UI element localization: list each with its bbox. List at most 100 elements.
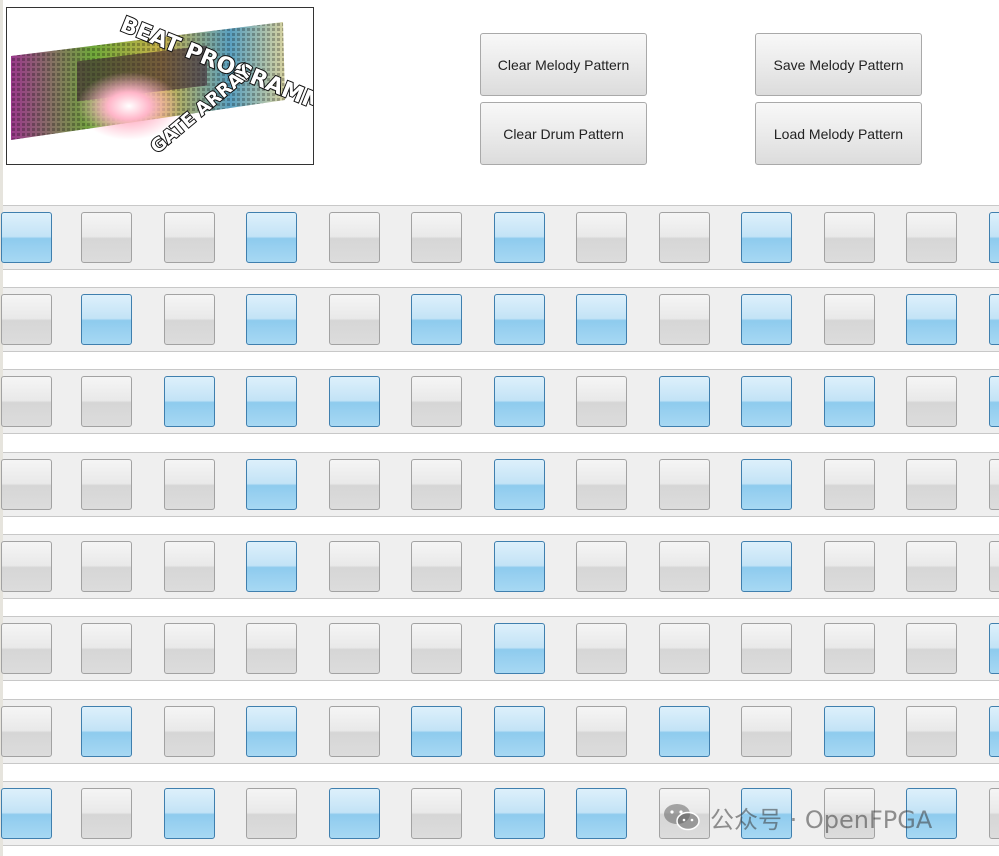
step-toggle-button[interactable] [246, 459, 297, 510]
step-toggle-button[interactable] [659, 623, 710, 674]
step-toggle-button[interactable] [329, 294, 380, 345]
step-toggle-button[interactable] [81, 623, 132, 674]
step-toggle-button[interactable] [906, 459, 957, 510]
step-toggle-button[interactable] [81, 541, 132, 592]
step-toggle-button[interactable] [494, 212, 545, 263]
step-toggle-button[interactable] [1, 376, 52, 427]
step-toggle-button[interactable] [494, 623, 545, 674]
step-toggle-button[interactable] [576, 623, 627, 674]
step-toggle-button[interactable] [576, 212, 627, 263]
step-toggle-button[interactable] [906, 788, 957, 839]
step-toggle-button[interactable] [494, 788, 545, 839]
step-toggle-button[interactable] [494, 376, 545, 427]
step-toggle-button[interactable] [329, 788, 380, 839]
step-toggle-button[interactable] [741, 212, 792, 263]
step-toggle-button[interactable] [329, 459, 380, 510]
step-toggle-button[interactable] [1, 212, 52, 263]
step-toggle-button[interactable] [411, 706, 462, 757]
step-toggle-button[interactable] [576, 376, 627, 427]
step-toggle-button[interactable] [989, 212, 999, 263]
step-toggle-button[interactable] [246, 788, 297, 839]
load-melody-pattern-button[interactable]: Load Melody Pattern [755, 102, 922, 165]
step-toggle-button[interactable] [164, 459, 215, 510]
step-toggle-button[interactable] [1, 788, 52, 839]
step-toggle-button[interactable] [81, 212, 132, 263]
step-toggle-button[interactable] [246, 706, 297, 757]
step-toggle-button[interactable] [164, 376, 215, 427]
step-toggle-button[interactable] [494, 459, 545, 510]
step-toggle-button[interactable] [246, 376, 297, 427]
step-toggle-button[interactable] [741, 376, 792, 427]
step-toggle-button[interactable] [576, 294, 627, 345]
step-toggle-button[interactable] [659, 541, 710, 592]
step-toggle-button[interactable] [576, 459, 627, 510]
step-toggle-button[interactable] [329, 623, 380, 674]
step-toggle-button[interactable] [164, 623, 215, 674]
step-toggle-button[interactable] [494, 706, 545, 757]
step-toggle-button[interactable] [1, 541, 52, 592]
step-toggle-button[interactable] [741, 541, 792, 592]
step-toggle-button[interactable] [164, 706, 215, 757]
step-toggle-button[interactable] [329, 376, 380, 427]
step-toggle-button[interactable] [576, 541, 627, 592]
step-toggle-button[interactable] [824, 212, 875, 263]
step-toggle-button[interactable] [1, 459, 52, 510]
step-toggle-button[interactable] [659, 706, 710, 757]
step-toggle-button[interactable] [741, 706, 792, 757]
step-toggle-button[interactable] [81, 294, 132, 345]
step-toggle-button[interactable] [989, 706, 999, 757]
step-toggle-button[interactable] [329, 212, 380, 263]
step-toggle-button[interactable] [1, 294, 52, 345]
step-toggle-button[interactable] [576, 706, 627, 757]
step-toggle-button[interactable] [164, 294, 215, 345]
step-toggle-button[interactable] [824, 788, 875, 839]
step-toggle-button[interactable] [576, 788, 627, 839]
step-toggle-button[interactable] [906, 212, 957, 263]
step-toggle-button[interactable] [906, 376, 957, 427]
step-toggle-button[interactable] [659, 459, 710, 510]
step-toggle-button[interactable] [824, 459, 875, 510]
step-toggle-button[interactable] [411, 459, 462, 510]
step-toggle-button[interactable] [81, 706, 132, 757]
step-toggle-button[interactable] [989, 459, 999, 510]
step-toggle-button[interactable] [741, 623, 792, 674]
step-toggle-button[interactable] [1, 623, 52, 674]
step-toggle-button[interactable] [741, 459, 792, 510]
step-toggle-button[interactable] [81, 788, 132, 839]
step-toggle-button[interactable] [246, 294, 297, 345]
step-toggle-button[interactable] [329, 706, 380, 757]
clear-drum-pattern-button[interactable]: Clear Drum Pattern [480, 102, 647, 165]
step-toggle-button[interactable] [906, 541, 957, 592]
step-toggle-button[interactable] [824, 376, 875, 427]
step-toggle-button[interactable] [989, 294, 999, 345]
step-toggle-button[interactable] [246, 541, 297, 592]
step-toggle-button[interactable] [824, 706, 875, 757]
step-toggle-button[interactable] [81, 376, 132, 427]
clear-melody-pattern-button[interactable]: Clear Melody Pattern [480, 33, 647, 96]
step-toggle-button[interactable] [989, 623, 999, 674]
step-toggle-button[interactable] [906, 294, 957, 345]
step-toggle-button[interactable] [989, 376, 999, 427]
step-toggle-button[interactable] [989, 541, 999, 592]
step-toggle-button[interactable] [741, 788, 792, 839]
step-toggle-button[interactable] [824, 541, 875, 592]
step-toggle-button[interactable] [906, 706, 957, 757]
save-melody-pattern-button[interactable]: Save Melody Pattern [755, 33, 922, 96]
step-toggle-button[interactable] [246, 623, 297, 674]
step-toggle-button[interactable] [659, 212, 710, 263]
step-toggle-button[interactable] [164, 788, 215, 839]
step-toggle-button[interactable] [411, 376, 462, 427]
step-toggle-button[interactable] [411, 212, 462, 263]
step-toggle-button[interactable] [411, 623, 462, 674]
step-toggle-button[interactable] [411, 788, 462, 839]
step-toggle-button[interactable] [494, 541, 545, 592]
step-toggle-button[interactable] [659, 376, 710, 427]
step-toggle-button[interactable] [824, 623, 875, 674]
step-toggle-button[interactable] [411, 541, 462, 592]
step-toggle-button[interactable] [494, 294, 545, 345]
step-toggle-button[interactable] [164, 212, 215, 263]
step-toggle-button[interactable] [824, 294, 875, 345]
step-toggle-button[interactable] [411, 294, 462, 345]
step-toggle-button[interactable] [659, 294, 710, 345]
step-toggle-button[interactable] [329, 541, 380, 592]
